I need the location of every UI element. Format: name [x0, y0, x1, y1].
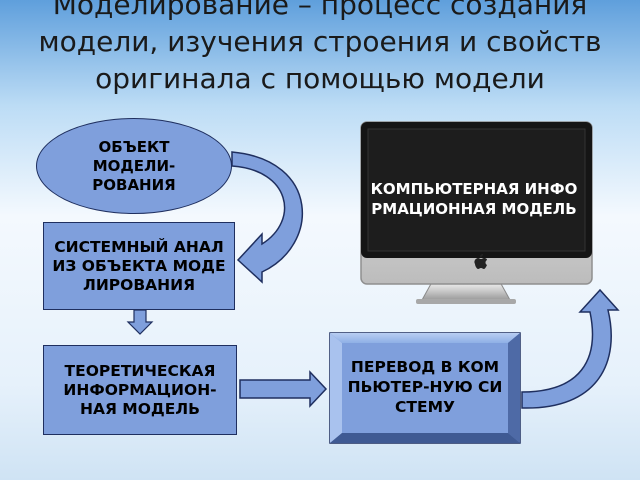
page-title: Моделирование – процесс создания модели,… — [38, 0, 602, 95]
down-arrow — [126, 309, 154, 335]
node-object: ОБЪЕКТ МОДЕЛИ-РОВАНИЯ — [36, 118, 232, 214]
node-theoretical-model-label: ТЕОРЕТИЧЕСКАЯ ИНФОРМАЦИОН-НАЯ МОДЕЛЬ — [63, 361, 217, 418]
node-computer-model-label: КОМПЬЮТЕРНАЯ ИНФОРМАЦИОННАЯ МОДЕЛЬ — [370, 180, 578, 218]
curved-arrow-object-to-analysis — [231, 151, 304, 284]
right-arrow — [239, 370, 328, 408]
node-translation-label: ПЕРЕВОД В КОМПЬЮТЕР-НУЮ СИСТЕМУ — [347, 358, 503, 416]
node-object-label: ОБЪЕКТ МОДЕЛИ-РОВАНИЯ — [92, 137, 176, 194]
node-system-analysis: СИСТЕМНЫЙ АНАЛИЗ ОБЪЕКТА МОДЕЛИРОВАНИЯ — [43, 222, 235, 310]
translation-bevel-frame — [329, 332, 521, 444]
node-system-analysis-label: СИСТЕМНЫЙ АНАЛИЗ ОБЪЕКТА МОДЕЛИРОВАНИЯ — [52, 237, 226, 294]
node-theoretical-model: ТЕОРЕТИЧЕСКАЯ ИНФОРМАЦИОН-НАЯ МОДЕЛЬ — [43, 345, 237, 435]
monitor-icon — [360, 121, 593, 304]
node-computer-model: КОМПЬЮТЕРНАЯ ИНФОРМАЦИОННАЯ МОДЕЛЬ — [368, 146, 580, 252]
curved-arrow-translation-to-monitor — [521, 288, 620, 409]
node-translation: ПЕРЕВОД В КОМПЬЮТЕР-НУЮ СИСТЕМУ — [330, 333, 520, 443]
